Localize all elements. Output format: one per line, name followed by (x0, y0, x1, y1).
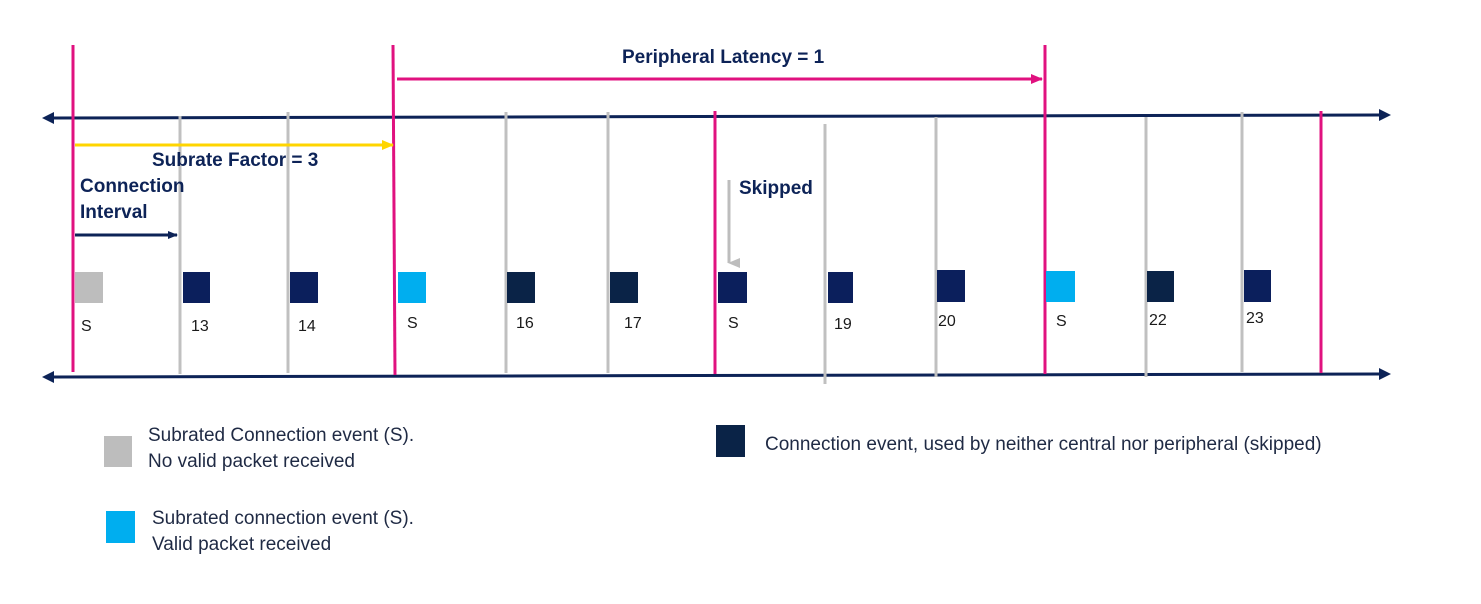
legend-dark-line1: Connection event, used by neither centra… (765, 434, 1322, 455)
legend-gray-line1: Subrated Connection event (S). (148, 425, 414, 446)
event-block-20 (937, 270, 965, 302)
event-label: 23 (1246, 310, 1264, 327)
subrate-line (391, 44, 397, 376)
event-block-16 (507, 272, 535, 303)
event-block-s-subrated-no-packet (75, 272, 103, 303)
event-label: 20 (938, 313, 956, 330)
legend-cyan-line1: Subrated connection event (S). (152, 508, 414, 529)
event-block-22 (1147, 271, 1174, 302)
event-block-13 (183, 272, 210, 303)
legend-item-cyan: Subrated connection event (S). Valid pac… (106, 508, 414, 555)
peripheral-latency-label: Peripheral Latency = 1 (622, 47, 825, 68)
event-label: 16 (516, 315, 534, 332)
event-block-19 (828, 272, 853, 303)
event-blocks (75, 270, 1271, 303)
event-labels: S 13 14 S 16 17 S 19 20 S 22 23 (81, 310, 1264, 335)
bottom-axis (42, 368, 1391, 383)
event-block-17 (610, 272, 638, 303)
event-label: 22 (1149, 312, 1167, 329)
connection-interval-lines (178, 112, 1244, 384)
subrated-interval-lines (71, 44, 1323, 376)
event-label: 14 (298, 318, 316, 335)
legend-item-gray: Subrated Connection event (S). No valid … (104, 425, 414, 472)
legend-swatch-dark (716, 425, 745, 457)
event-label: S (728, 315, 739, 332)
event-block-14 (290, 272, 318, 303)
event-label: 19 (834, 316, 852, 333)
event-label: S (81, 318, 92, 335)
legend: Subrated Connection event (S). No valid … (104, 425, 1322, 555)
event-label: 13 (191, 318, 209, 335)
event-label: 17 (624, 315, 642, 332)
event-block-23 (1244, 270, 1271, 302)
connection-interval-label-line2: Interval (80, 202, 148, 223)
connection-interval-label-line1: Connection (80, 176, 185, 197)
legend-item-dark: Connection event, used by neither centra… (716, 425, 1322, 457)
event-block-s-subrated-valid (398, 272, 426, 303)
event-block-s-subrated-valid (1046, 271, 1075, 302)
event-label: S (1056, 313, 1067, 330)
legend-gray-line2: No valid packet received (148, 451, 355, 472)
event-block-s-used (718, 272, 747, 303)
legend-swatch-cyan (106, 511, 135, 543)
event-label: S (407, 315, 418, 332)
legend-swatch-gray (104, 436, 132, 467)
subrate-factor-label: Subrate Factor = 3 (152, 150, 318, 171)
skipped-label: Skipped (739, 178, 813, 199)
legend-cyan-line2: Valid packet received (152, 534, 331, 555)
